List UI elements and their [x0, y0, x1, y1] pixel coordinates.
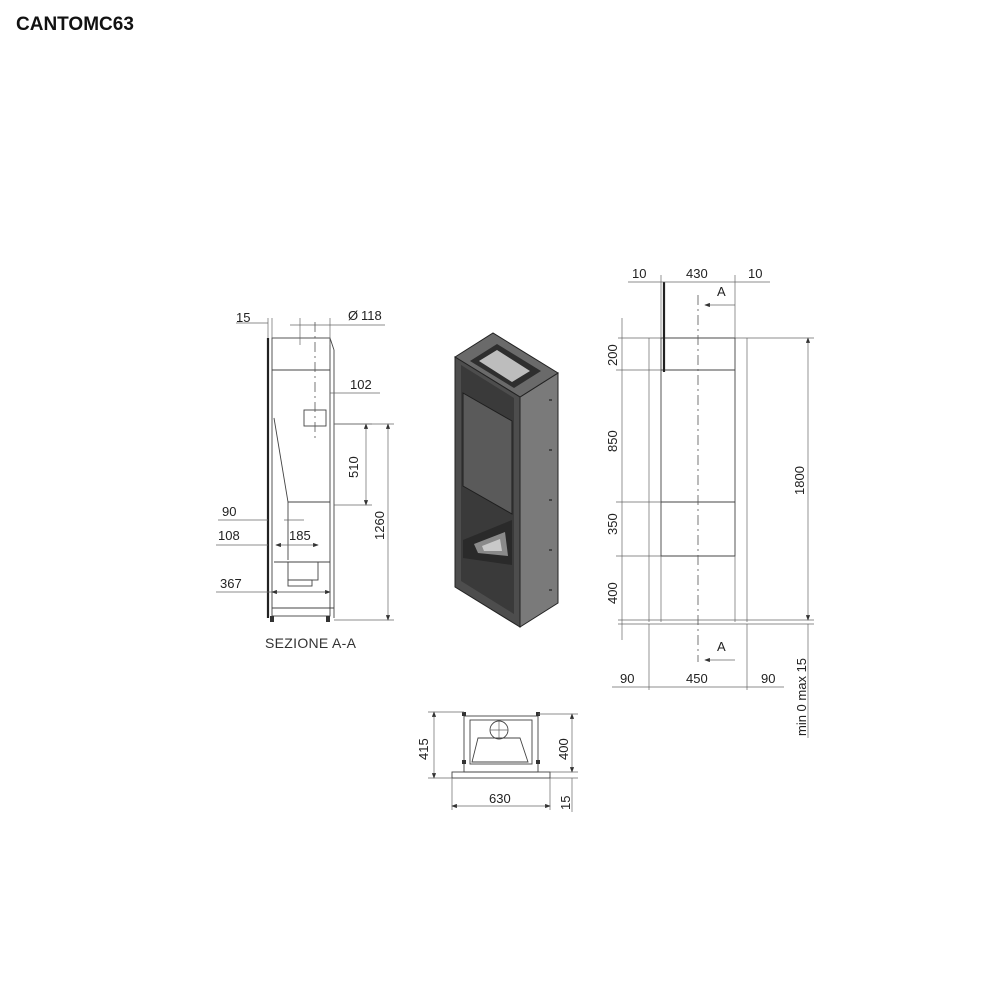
dim-510: 510: [346, 456, 361, 478]
dim-bottom-left-90: 90: [620, 671, 634, 686]
dim-102: 102: [350, 377, 372, 392]
dim-h850: 850: [605, 430, 620, 452]
dim-top-left-10: 10: [632, 266, 646, 281]
dim-400: 400: [556, 738, 571, 760]
dim-118: 118: [361, 308, 382, 323]
diameter-symbol-icon: Ø: [348, 308, 358, 323]
dim-floor-gap: min 0 max 15: [794, 658, 809, 736]
dim-h1800: 1800: [792, 466, 807, 495]
dim-367: 367: [220, 576, 242, 591]
dim-h350: 350: [605, 513, 620, 535]
section-marker-bottom: A: [717, 639, 726, 654]
dim-90: 90: [222, 504, 236, 519]
dim-bottom-right-90: 90: [761, 671, 775, 686]
dim-top-right-10: 10: [748, 266, 762, 281]
dim-108: 108: [218, 528, 240, 543]
dim-15-top: 15: [558, 796, 573, 810]
dim-h200: 200: [605, 344, 620, 366]
dim-630: 630: [489, 791, 511, 806]
section-marker-top: A: [717, 284, 726, 299]
top-view: 415 400 15 630: [416, 711, 578, 812]
dim-bottom-450: 450: [686, 671, 708, 686]
section-caption: SEZIONE A-A: [265, 635, 357, 651]
dim-top-430: 430: [686, 266, 708, 281]
dim-h400: 400: [605, 582, 620, 604]
page-title: CANTOMC63: [16, 14, 134, 35]
isometric-view: [454, 332, 559, 628]
front-view: 10 430 10 A A 200 850 350 400 1800 min 0…: [605, 266, 814, 738]
dim-415: 415: [416, 738, 431, 760]
dim-185: 185: [289, 528, 311, 543]
dim-1260: 1260: [372, 511, 387, 540]
dim-15: 15: [236, 310, 250, 325]
section-view: 15 Ø 118 102 510 1260 90 108 185 367 SE: [216, 308, 394, 651]
